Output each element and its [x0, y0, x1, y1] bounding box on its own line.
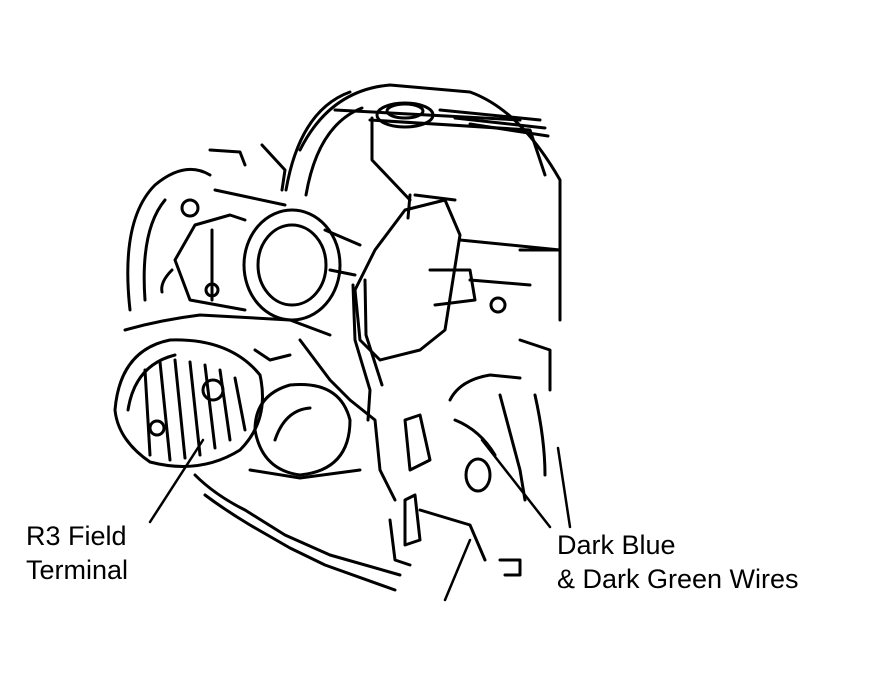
- leader-lines: [148, 438, 572, 602]
- wires-leader-line-2: [556, 446, 572, 529]
- r3-field-terminal-label: R3 Field Terminal: [26, 519, 128, 587]
- upper-tube: [284, 90, 364, 197]
- wires-leader-line-1: [480, 438, 552, 529]
- left-pulley: [123, 167, 332, 337]
- housing: [323, 193, 562, 392]
- lower-pulley: [248, 382, 362, 480]
- wires-label: Dark Blue & Dark Green Wires: [557, 528, 799, 596]
- wires-label-line-1: Dark Blue: [557, 530, 676, 560]
- r3-label-line-1: R3 Field: [26, 521, 127, 551]
- r3-leader-line: [148, 438, 205, 524]
- wires-label-line-2: & Dark Green Wires: [557, 564, 799, 594]
- valve-cover: [298, 83, 562, 252]
- wires-leader-line-3: [443, 538, 472, 602]
- throttle-body: [160, 143, 342, 322]
- r3-label-line-2: Terminal: [26, 555, 129, 585]
- hose-and-wiring: [193, 278, 547, 592]
